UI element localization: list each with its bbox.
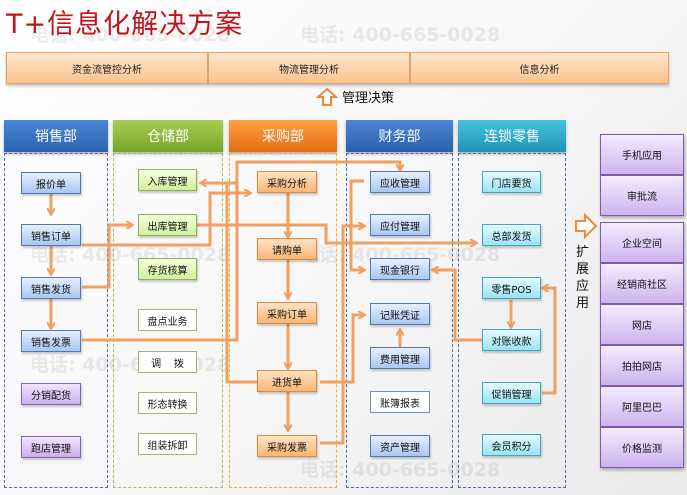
node-cash-bank[interactable]: 现金银行 xyxy=(370,258,430,280)
right-arrow-icon xyxy=(575,212,598,240)
extension-label: 扩展应用 xyxy=(576,245,590,311)
management-decision-label: 管理决策 xyxy=(342,91,395,106)
node-stock-in[interactable]: 入库管理 xyxy=(138,169,197,191)
node-vouchers[interactable]: 记账凭证 xyxy=(370,303,430,325)
node-inventory-costing[interactable]: 存货核算 xyxy=(138,258,197,280)
node-transfer[interactable]: 调 拨 xyxy=(138,351,197,373)
node-reconciliation[interactable]: 对账收款 xyxy=(482,329,541,351)
node-purchase-request[interactable]: 请购单 xyxy=(257,238,317,260)
node-assets[interactable]: 资产管理 xyxy=(370,435,430,457)
node-sales-invoice[interactable]: 销售发票 xyxy=(21,330,81,352)
node-hq-delivery[interactable]: 总部发货 xyxy=(482,224,541,246)
node-stocktake[interactable]: 盘点业务 xyxy=(138,309,197,331)
node-quotation[interactable]: 报价单 xyxy=(21,172,81,194)
ext-mobile-app[interactable]: 手机应用 xyxy=(600,134,684,175)
analysis-bar: 资金流管控分析 物流管理分析 信息分析 xyxy=(6,52,669,84)
extension-group-2: 企业空间 经销商社区 网店 拍拍网店 阿里巴巴 价格监测 xyxy=(600,222,684,468)
ext-dealer-community[interactable]: 经销商社区 xyxy=(600,263,684,304)
ext-online-store[interactable]: 网店 xyxy=(600,304,684,345)
page-title: T+信息化解决方案 xyxy=(6,9,244,40)
node-expenses[interactable]: 费用管理 xyxy=(370,347,430,369)
node-receipt[interactable]: 进货单 xyxy=(257,370,317,392)
up-arrow-icon xyxy=(316,87,338,106)
extension-group-1: 手机应用 审批流 xyxy=(600,134,684,216)
node-sales-delivery[interactable]: 销售发货 xyxy=(21,277,81,299)
ext-price-monitoring[interactable]: 价格监测 xyxy=(600,427,684,468)
ext-approval-flow[interactable]: 审批流 xyxy=(600,175,684,216)
node-purchase-order[interactable]: 采购订单 xyxy=(257,302,317,324)
node-purchase-invoice[interactable]: 采购发票 xyxy=(257,435,317,457)
header-purchase: 采购部 xyxy=(229,120,337,152)
node-receivables[interactable]: 应收管理 xyxy=(370,171,430,193)
node-stock-out[interactable]: 出库管理 xyxy=(138,214,197,236)
node-retail-pos[interactable]: 零售POS xyxy=(482,277,541,299)
node-promotions[interactable]: 促销管理 xyxy=(482,382,541,404)
node-form-conversion[interactable]: 形态转换 xyxy=(138,392,197,414)
watermark-phone: 电话: 400-665-0028 xyxy=(300,24,501,46)
ext-alibaba[interactable]: 阿里巴巴 xyxy=(600,386,684,427)
node-purchase-analysis[interactable]: 采购分析 xyxy=(257,171,317,193)
analysis-information[interactable]: 信息分析 xyxy=(410,52,669,84)
node-payables[interactable]: 应付管理 xyxy=(370,214,430,236)
node-ledger-reports[interactable]: 账簿报表 xyxy=(370,391,430,413)
node-member-points[interactable]: 会员积分 xyxy=(482,434,541,456)
header-retail: 连锁零售 xyxy=(458,120,566,152)
node-distribution[interactable]: 分销配货 xyxy=(21,383,81,405)
ext-paipai-store[interactable]: 拍拍网店 xyxy=(600,345,684,386)
header-sales: 销售部 xyxy=(4,120,108,152)
analysis-logistics[interactable]: 物流管理分析 xyxy=(208,52,410,84)
node-store-requisition[interactable]: 门店要货 xyxy=(482,171,541,193)
ext-enterprise-space[interactable]: 企业空间 xyxy=(600,222,684,263)
management-decision: 管理决策 xyxy=(316,87,394,106)
node-store-visits[interactable]: 跑店管理 xyxy=(21,436,81,458)
header-finance: 财务部 xyxy=(346,120,453,152)
header-warehouse: 仓储部 xyxy=(113,120,223,152)
node-sales-order[interactable]: 销售订单 xyxy=(21,224,81,246)
node-assembly[interactable]: 组装拆卸 xyxy=(138,433,197,455)
analysis-capital-flow[interactable]: 资金流管控分析 xyxy=(6,52,208,84)
